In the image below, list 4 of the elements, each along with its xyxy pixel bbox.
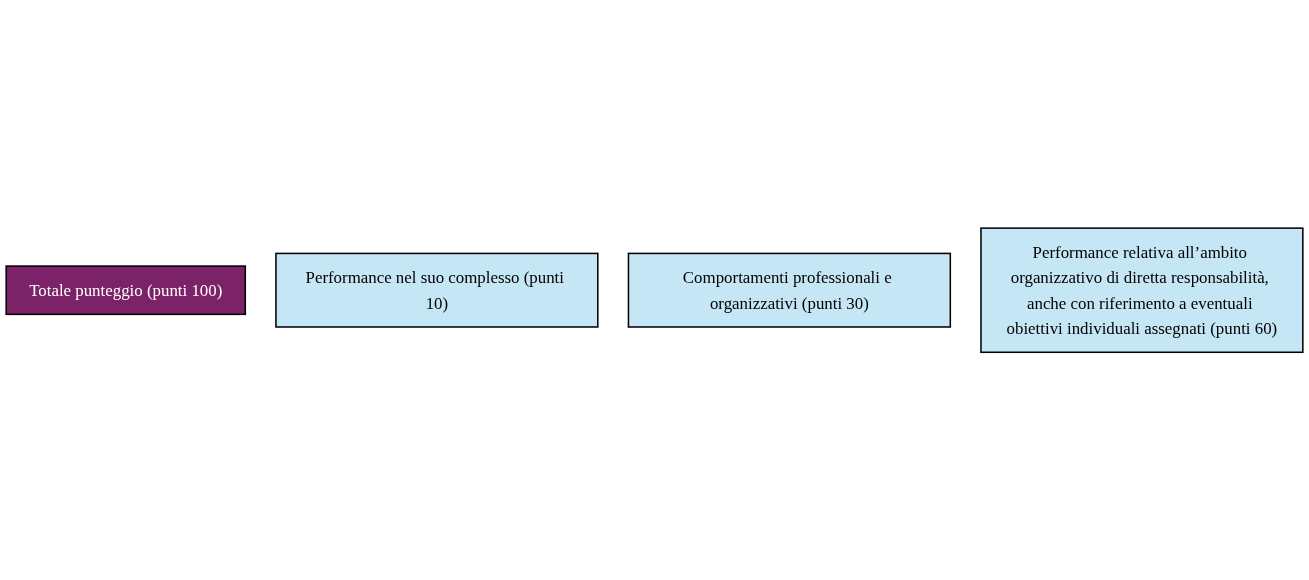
node-box: Performance relativa all’ambito organizzativo di diretta responsabilità, anche con riferimento a eventuali obiettivi individuali assegnati (punti 60) xyxy=(980,227,1304,353)
node-box: Performance nel suo complesso (punti 10) xyxy=(275,252,599,328)
node-box: Totale punteggio (punti 100) xyxy=(5,265,247,315)
node-box: Comportamenti professionali e organizzativi (punti 30) xyxy=(627,252,952,328)
